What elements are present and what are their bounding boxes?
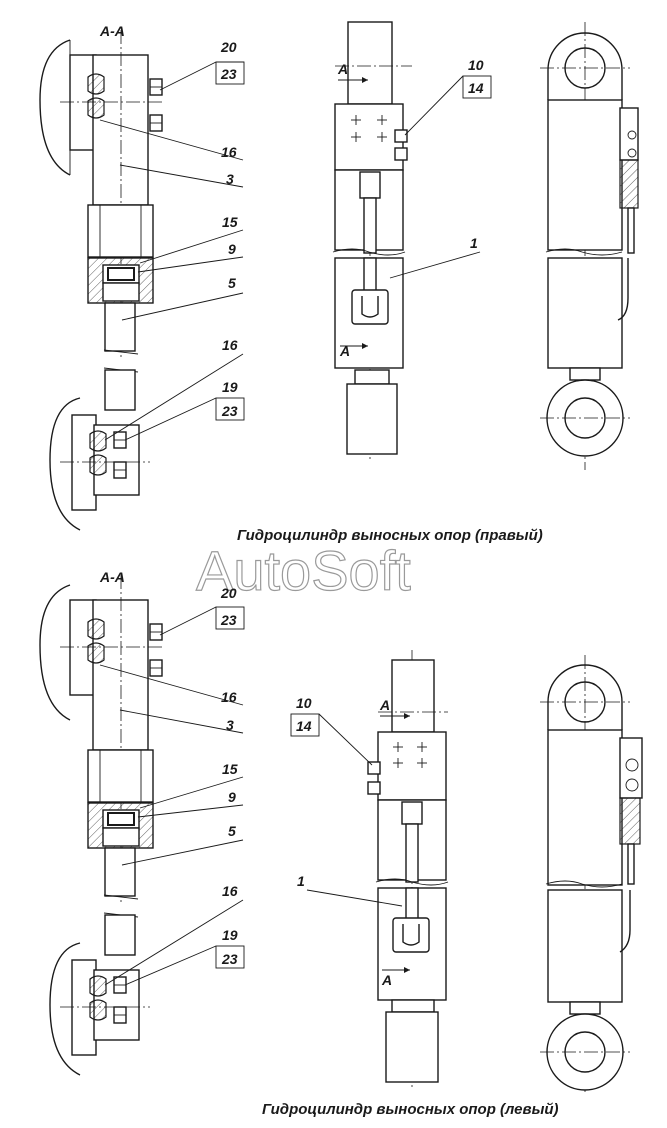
caption-bottom: Гидроцилиндр выносных опор (левый) [262, 1101, 559, 1118]
callout-16b: 16 [222, 337, 238, 353]
top-front-view: A A 10 14 1 [332, 21, 492, 460]
view-arrow-a-top-bottom: A [379, 697, 390, 713]
callout-3-bottom: 3 [226, 717, 234, 733]
callout-10: 10 [468, 57, 484, 73]
callout-5-bottom: 5 [228, 823, 236, 839]
bottom-front-view: A A 10 14 1 [290, 650, 449, 1090]
view-arrow-a-bottom-bottom: A [381, 972, 392, 988]
callout-19-bottom: 19 [222, 927, 238, 943]
callout-9: 9 [228, 241, 236, 257]
callout-23-bottom: 23 [220, 612, 237, 628]
callout-20: 20 [220, 39, 237, 55]
callout-15: 15 [222, 214, 238, 230]
view-arrow-a-bottom: A [339, 343, 350, 359]
section-label: А-А [99, 23, 125, 39]
bottom-callouts-left: А-А 20 23 16 3 15 9 5 16 19 23 [99, 569, 245, 986]
bottom-side-view [540, 655, 643, 1095]
callout-10-bottom: 10 [296, 695, 312, 711]
callout-1-bottom: 1 [297, 873, 305, 889]
callout-9-bottom: 9 [228, 789, 236, 805]
callout-5: 5 [228, 275, 236, 291]
callout-15-bottom: 15 [222, 761, 238, 777]
caption-top: Гидроцилиндр выносных опор (правый) [237, 527, 543, 544]
callout-16: 16 [221, 144, 237, 160]
view-arrow-a-top: A [337, 61, 348, 77]
callout-14-bottom: 14 [296, 718, 312, 734]
bottom-section-view [39, 575, 165, 1076]
top-side-view [540, 22, 639, 470]
callout-19: 19 [222, 379, 238, 395]
callout-16-bottom: 16 [221, 689, 237, 705]
callout-20-bottom: 20 [220, 585, 237, 601]
callout-23b: 23 [221, 403, 238, 419]
section-label-bottom: А-А [99, 569, 125, 585]
callout-1: 1 [470, 235, 478, 251]
watermark: AutoSoft [196, 539, 411, 602]
top-callouts-left: А-А 20 23 16 3 15 9 5 16 19 23 [99, 23, 245, 441]
callout-23: 23 [220, 66, 237, 82]
top-section-view [39, 30, 165, 531]
callout-23b-bottom: 23 [221, 951, 238, 967]
callout-16b-bottom: 16 [222, 883, 238, 899]
callout-14: 14 [468, 80, 484, 96]
callout-3: 3 [226, 171, 234, 187]
